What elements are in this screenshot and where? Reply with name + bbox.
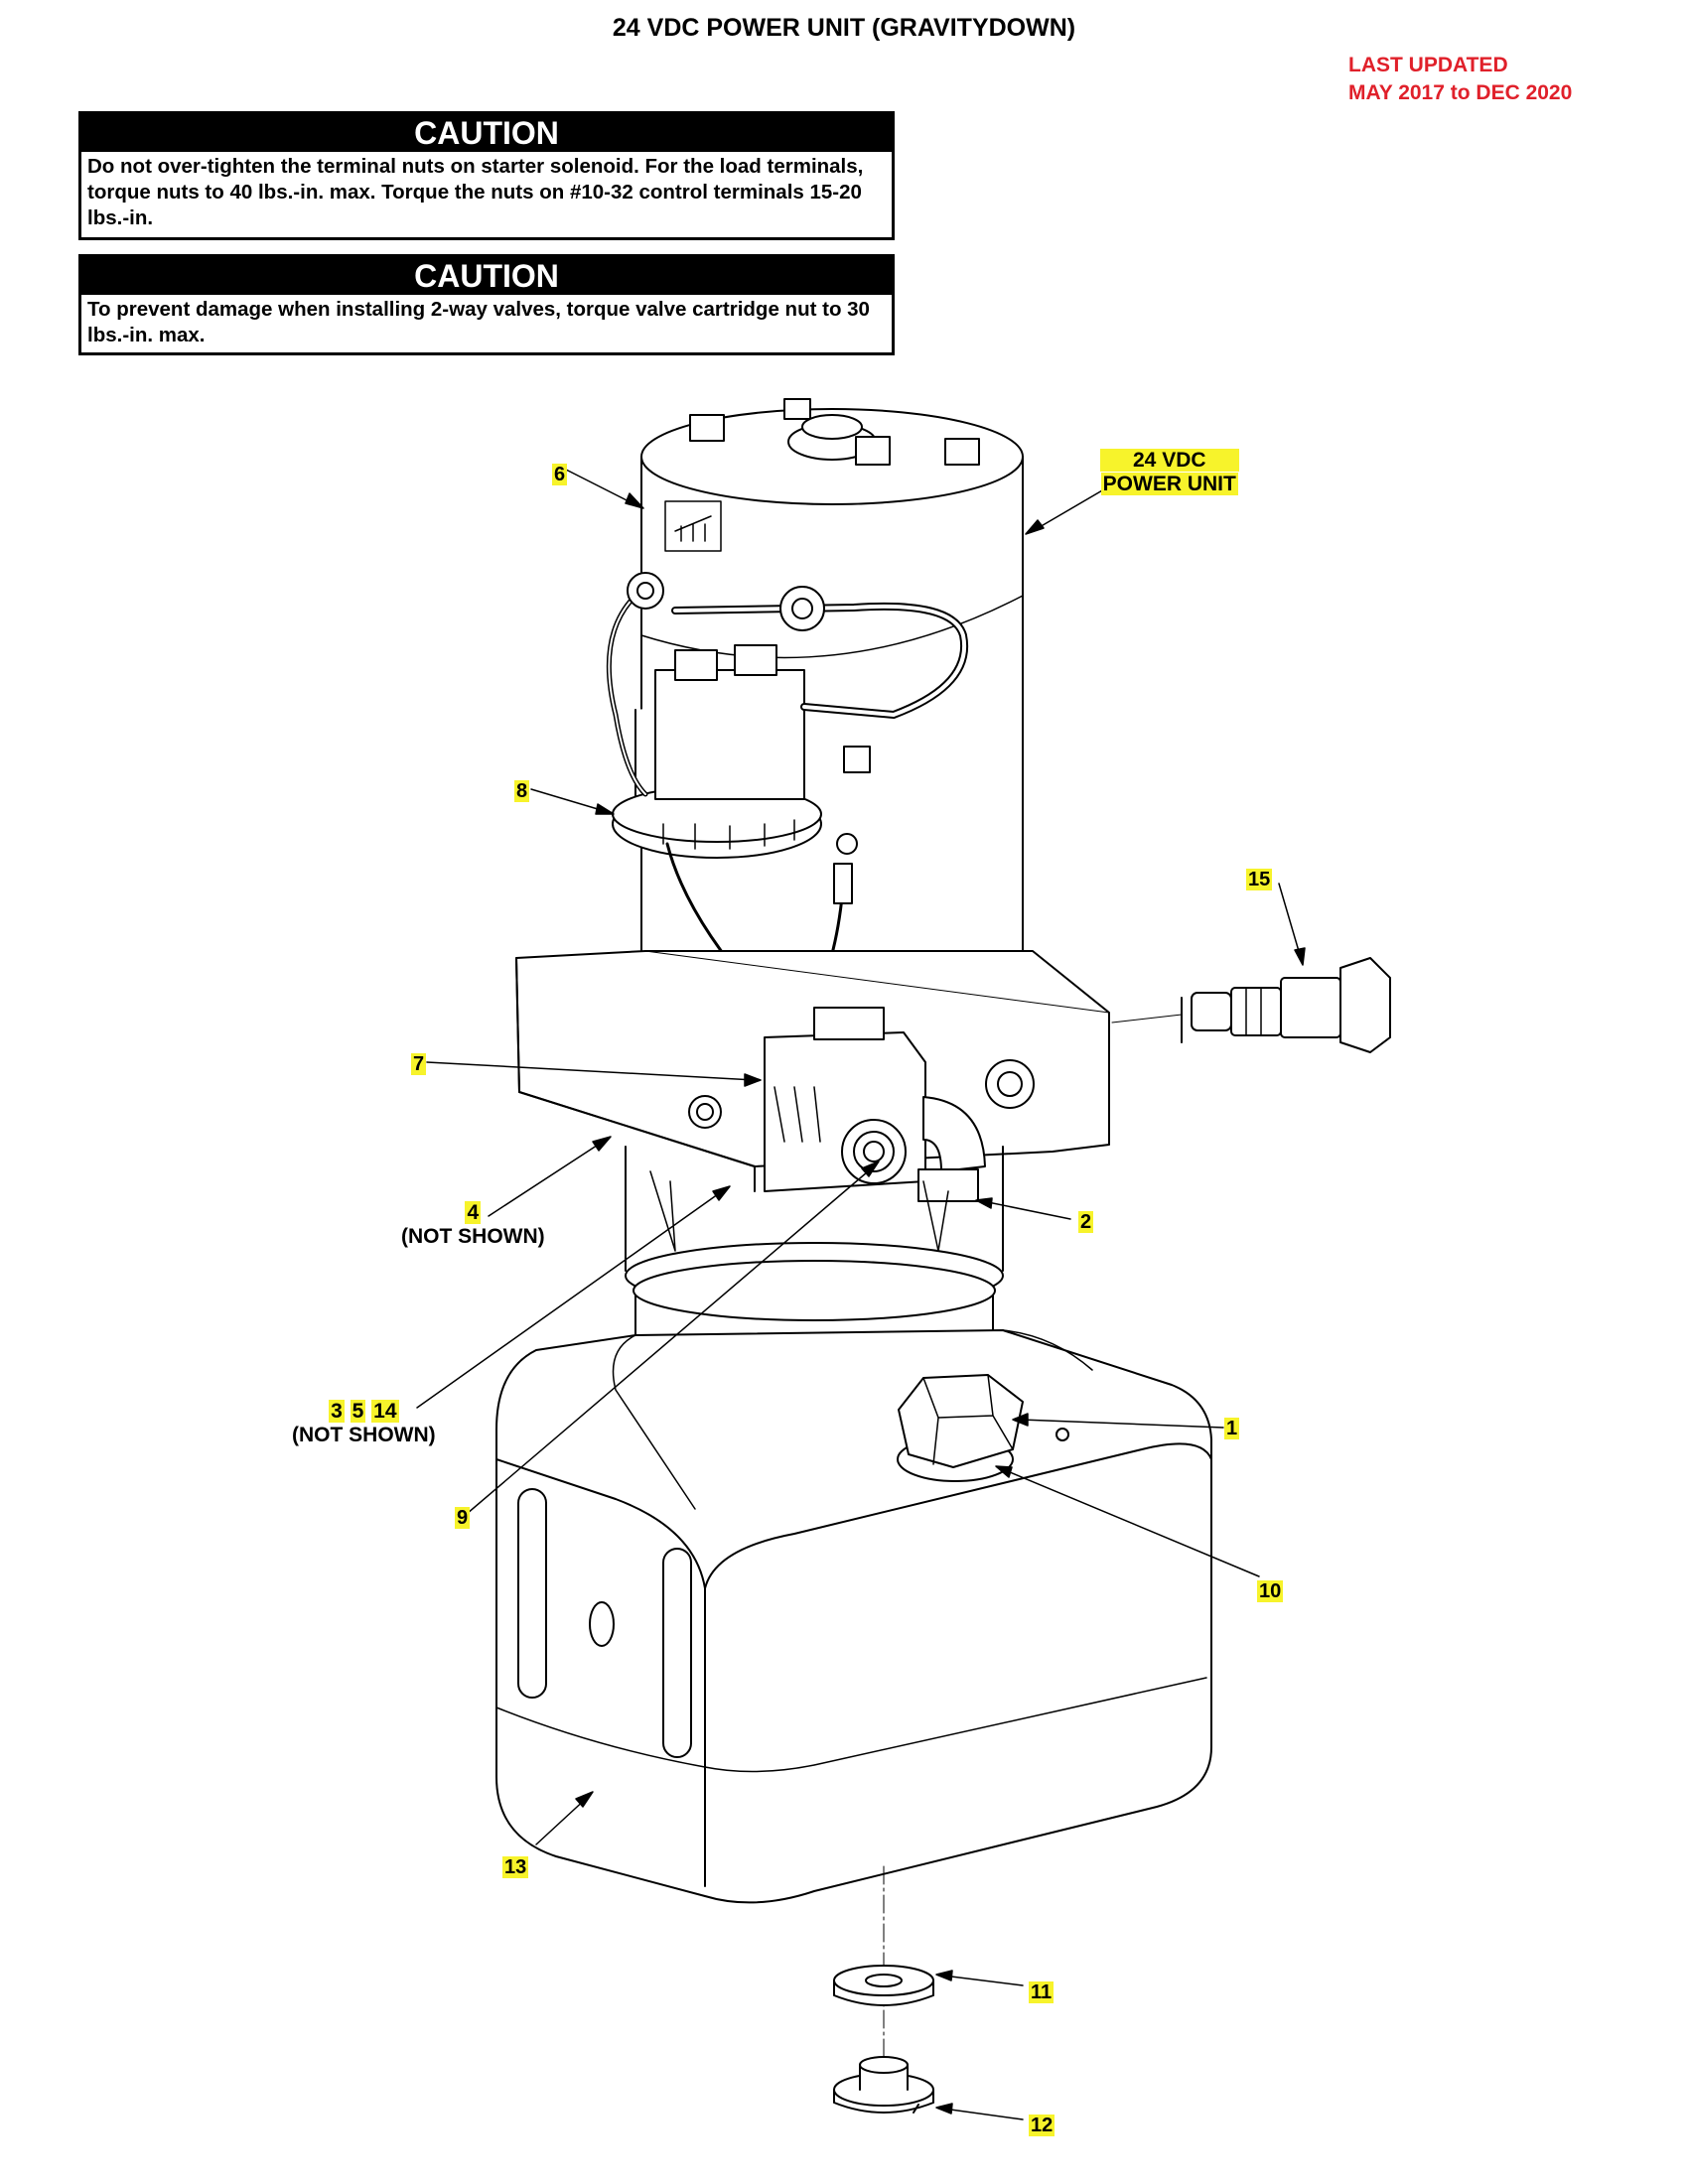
callout-leaders [416, 469, 1306, 2120]
callout-7: 7 [411, 1053, 427, 1075]
callout-9: 9 [455, 1507, 471, 1529]
power-unit-label-line1: 24 VDC [1100, 449, 1239, 473]
valve-cartridge [1111, 957, 1391, 1053]
last-updated-line2: MAY 2017 to DEC 2020 [1348, 81, 1573, 104]
caution-box-valves: CAUTION To prevent damage when installin… [78, 254, 895, 355]
callout-3-5-14: 3 5 14 [329, 1400, 399, 1423]
callout-4: 4 [465, 1201, 482, 1224]
callout-8: 8 [514, 780, 530, 802]
last-updated-note: LAST UPDATED MAY 2017 to DEC 2020 [1348, 52, 1572, 107]
caution-heading: CAUTION [81, 114, 892, 152]
reservoir-tank [495, 1329, 1212, 1904]
caution-heading: CAUTION [81, 257, 892, 295]
callout-11: 11 [1029, 1981, 1055, 2003]
power-unit-label: 24 VDC POWER UNIT [1100, 449, 1239, 496]
last-updated-line1: LAST UPDATED [1348, 54, 1508, 76]
callout-2: 2 [1078, 1211, 1094, 1233]
drain-washer-and-plug [833, 1865, 934, 2114]
caution-text: Do not over-tighten the terminal nuts on… [87, 155, 864, 229]
callout-1: 1 [1224, 1418, 1240, 1439]
callout-3-5-14-group: 3 5 14 (NOT SHOWN) [292, 1400, 436, 1447]
callout-4-not-shown: (NOT SHOWN) [401, 1225, 545, 1248]
callout-10: 10 [1257, 1580, 1284, 1602]
caution-box-solenoid: CAUTION Do not over-tighten the terminal… [78, 111, 895, 240]
callout-13: 13 [502, 1856, 529, 1878]
page-title: 24 VDC POWER UNIT (GRAVITYDOWN) [612, 14, 1076, 42]
callout-12: 12 [1029, 2115, 1055, 2136]
callout-6: 6 [552, 464, 568, 485]
starter-solenoid [606, 572, 969, 1054]
manifold-block [515, 950, 1110, 1202]
callout-15: 15 [1246, 869, 1273, 890]
caution-text: To prevent damage when installing 2-way … [87, 298, 870, 346]
callout-3-5-14-not-shown: (NOT SHOWN) [292, 1424, 436, 1446]
callout-4-group: 4 (NOT SHOWN) [401, 1201, 545, 1249]
power-unit-label-line2: POWER UNIT [1100, 473, 1238, 495]
